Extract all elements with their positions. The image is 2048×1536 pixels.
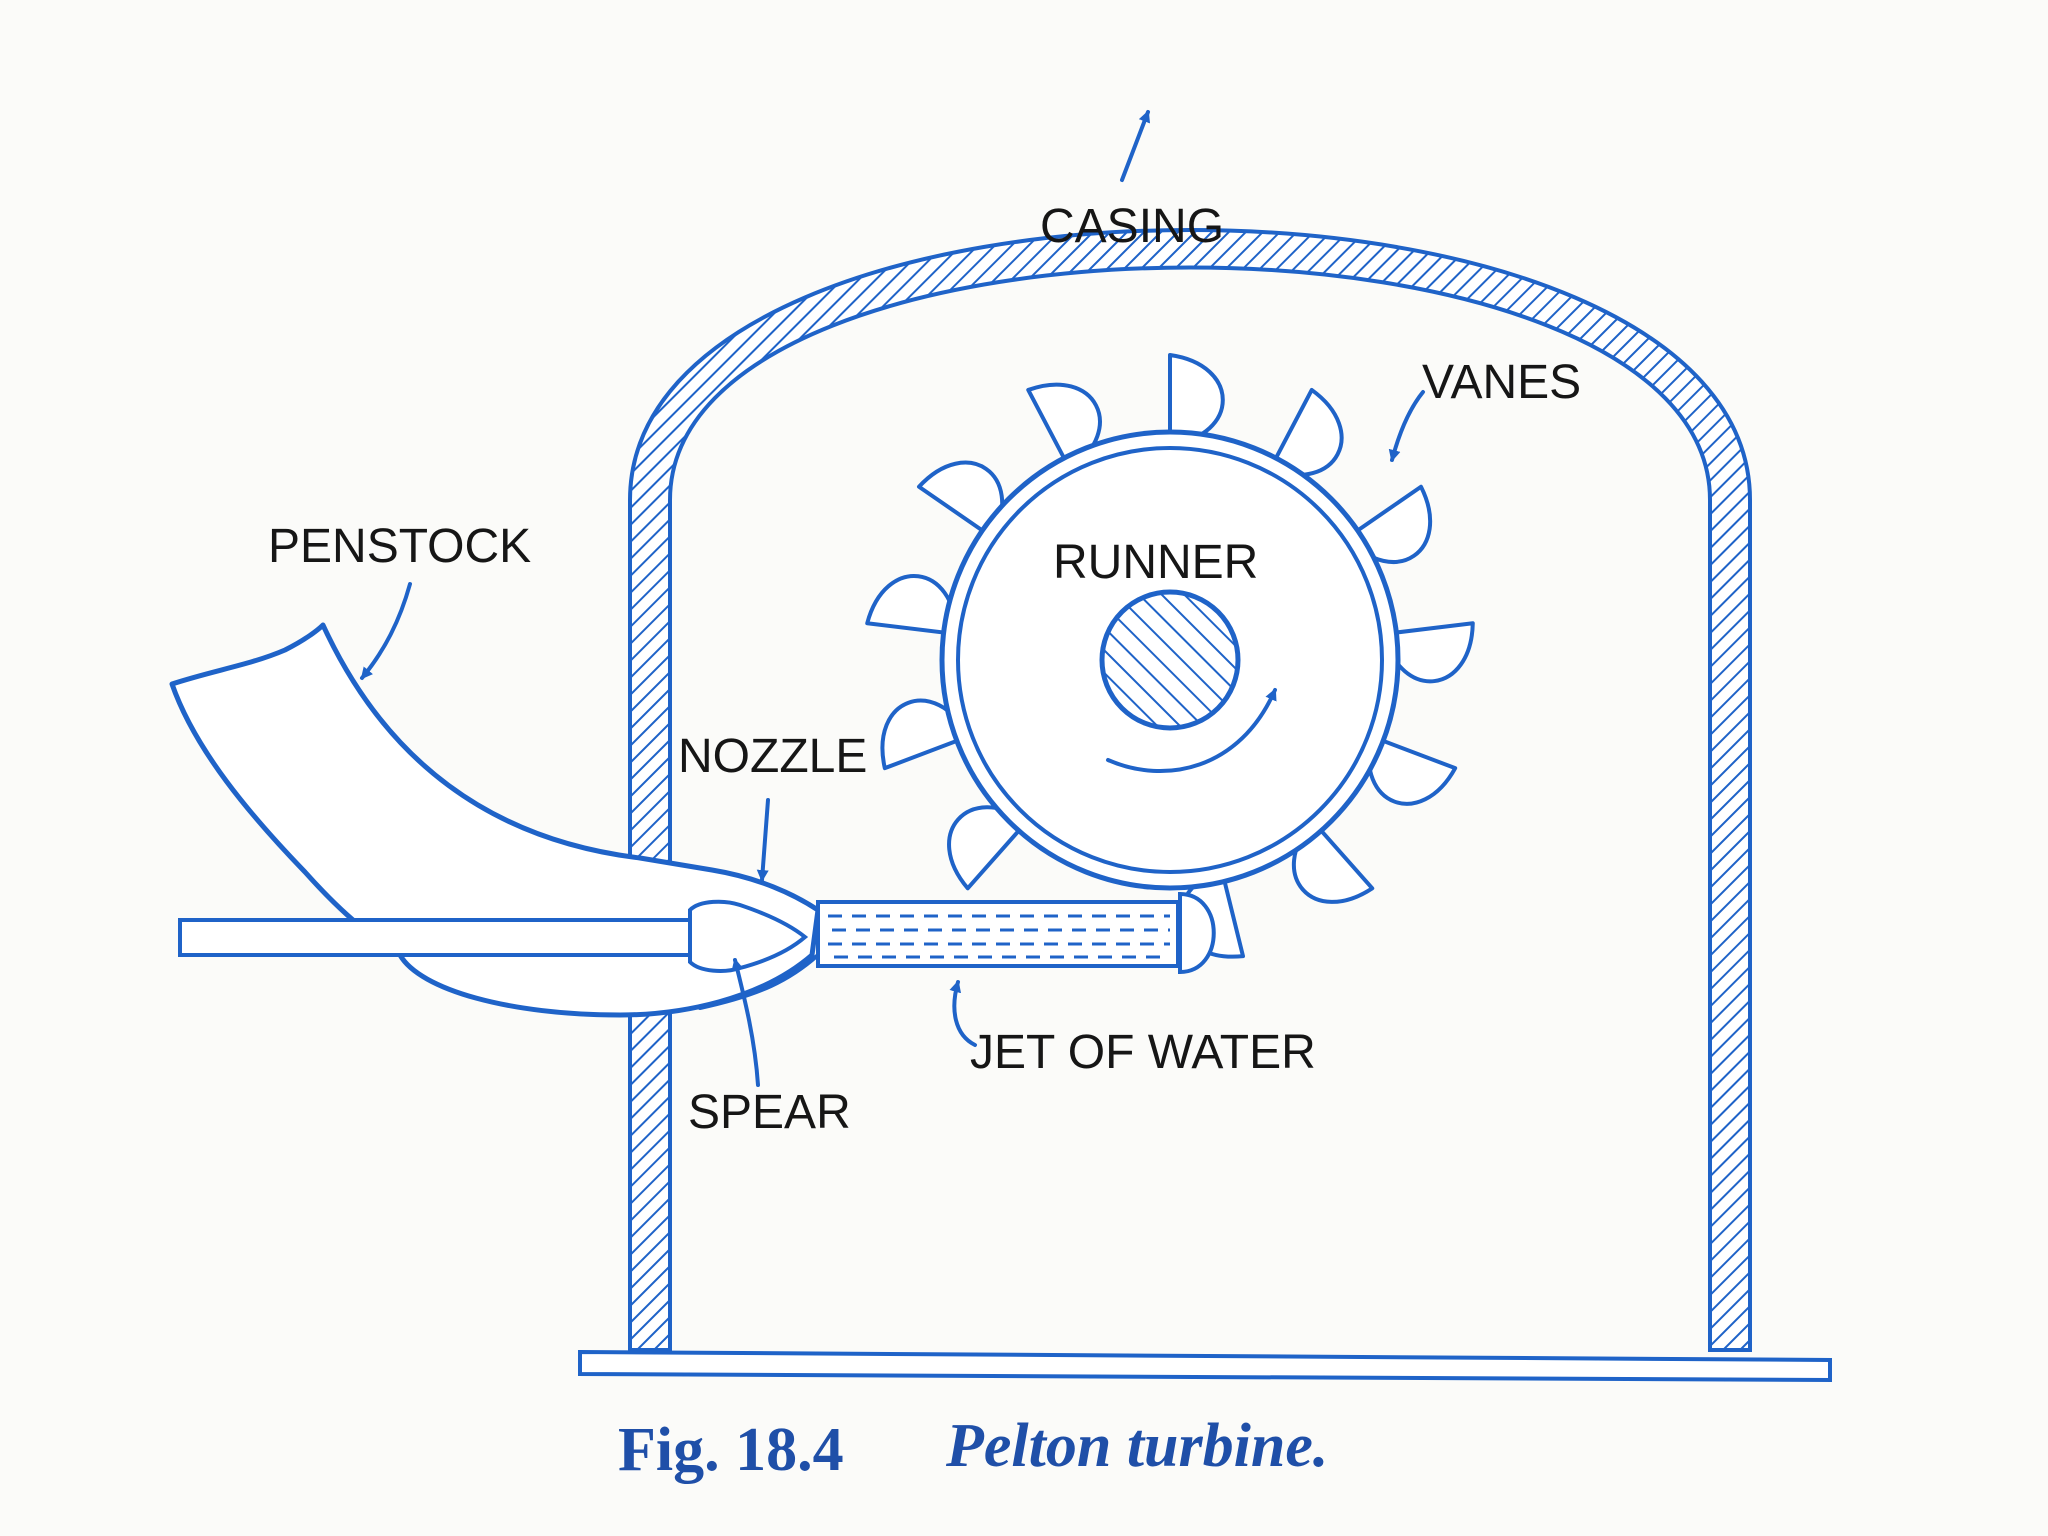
figure-title: Pelton turbine. — [945, 1412, 1328, 1480]
figure-number: Fig. 18.4 — [618, 1416, 844, 1484]
label-penstock: PENSTOCK — [268, 520, 531, 573]
label-nozzle: NOZZLE — [678, 730, 867, 783]
casing-arrow — [1120, 110, 1151, 182]
water-jet — [816, 900, 1180, 968]
impact-vane — [1178, 891, 1216, 975]
spear-head — [688, 899, 809, 973]
label-vanes: VANES — [1422, 356, 1581, 409]
penstock-arrow — [360, 582, 412, 680]
casing — [628, 228, 1752, 1352]
label-runner: RUNNER — [1053, 536, 1258, 589]
rotation-arrow — [1106, 688, 1277, 773]
spear-rod — [178, 918, 692, 957]
label-casing: CASING — [1040, 200, 1224, 253]
vanes-arrow — [1388, 390, 1425, 462]
nozzle-arrow — [756, 798, 770, 882]
runner-shaft — [1099, 589, 1241, 731]
label-jet-of-water: JET OF WATER — [970, 1026, 1316, 1079]
penstock — [169, 622, 821, 1018]
base-plate — [578, 1349, 1832, 1383]
label-spear: SPEAR — [688, 1086, 851, 1139]
jet-arrow — [949, 980, 977, 1047]
spear-arrow — [731, 958, 760, 1087]
